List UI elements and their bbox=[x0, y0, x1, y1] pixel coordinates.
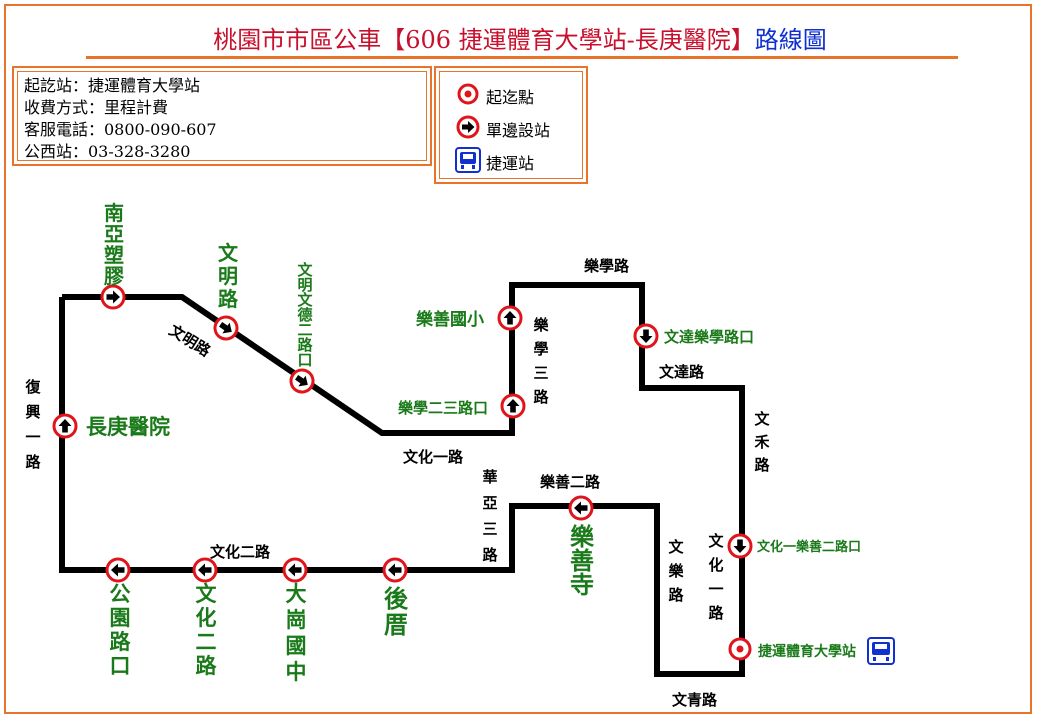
stop-marker-houcuo[interactable] bbox=[382, 557, 408, 583]
stop-label-wenming-road: 文明路 bbox=[218, 241, 239, 311]
stop-marker-mrt-terminal[interactable] bbox=[728, 637, 752, 661]
info-service-phone: 客服電話：0800-090-607 bbox=[24, 120, 217, 139]
road-label-wenming: 文明路 bbox=[166, 321, 215, 361]
stop-marker-leshan-temple[interactable] bbox=[568, 495, 594, 521]
road-label-leshan-2: 樂善二路 bbox=[540, 473, 601, 491]
road-label-huaya-3: 華亞三路 bbox=[482, 468, 498, 564]
stop-marker-nanya[interactable] bbox=[100, 284, 126, 310]
stop-marker-dagang-junior[interactable] bbox=[282, 557, 308, 583]
legend-one-way-label: 單邊設站 bbox=[486, 121, 551, 140]
road-label-wenhe: 文禾路 bbox=[754, 410, 770, 474]
road-label-fuxing-1: 復興一路 bbox=[24, 378, 41, 471]
info-box: 起訖站：捷運體育大學站 收費方式：里程計費 客服電話：0800-090-607 … bbox=[12, 66, 432, 166]
legend-icons bbox=[455, 83, 481, 173]
arrow-right-icon bbox=[456, 115, 480, 139]
road-label-lexue-3: 樂學三路 bbox=[533, 316, 549, 406]
route-line bbox=[59, 282, 745, 677]
stop-label-wenming-wende: 文明文德二路口 bbox=[297, 261, 313, 369]
info-company-phone: 公西站：03-328-3280 bbox=[24, 142, 191, 161]
stop-label-wenda-lexue: 文達樂學路口 bbox=[664, 328, 754, 346]
stop-label-lexue-23: 樂學二三路口 bbox=[398, 399, 488, 417]
stop-marker-lexue-23[interactable] bbox=[500, 393, 526, 419]
stop-label-gongyuan: 公園路口 bbox=[110, 582, 132, 678]
legend-mrt-label: 捷運站 bbox=[486, 154, 535, 173]
stop-label-houcuo: 後厝 bbox=[384, 585, 409, 639]
road-label-lexue: 樂學路 bbox=[584, 257, 630, 275]
title-route: 桃園市市區公車【606 捷運體育大學站-長庚醫院】 bbox=[213, 26, 755, 54]
road-label-wenqing: 文青路 bbox=[672, 691, 718, 709]
stop-label-wenhua-2: 文化二路 bbox=[196, 582, 218, 678]
terminal-icon bbox=[457, 83, 479, 105]
mrt-train-icon bbox=[867, 637, 895, 665]
stop-label-wenhua1-leshan2: 文化一樂善二路口 bbox=[757, 539, 861, 555]
stop-marker-wenhua1-leshan2[interactable] bbox=[727, 533, 753, 559]
stop-marker-gongyuan[interactable] bbox=[105, 557, 131, 583]
stop-label-leshan-school: 樂善國小 bbox=[416, 309, 484, 330]
legend-box: 起迄點 單邊設站 捷運站 bbox=[434, 66, 588, 184]
mrt-train-icon bbox=[455, 147, 481, 173]
road-label-wenhua-1-upper: 文化一路 bbox=[403, 448, 464, 466]
legend-terminal-label: 起迄點 bbox=[486, 88, 535, 107]
title-suffix: 路線圖 bbox=[754, 26, 827, 54]
road-label-wenhua-2: 文化二路 bbox=[210, 543, 271, 561]
info-box-inner-border bbox=[17, 71, 427, 161]
stop-marker-leshan-school[interactable] bbox=[497, 305, 523, 331]
stop-label-leshan-temple: 樂善寺 bbox=[570, 523, 595, 599]
info-fare: 收費方式：里程計費 bbox=[24, 98, 169, 117]
road-label-wenle: 文樂路 bbox=[668, 538, 684, 604]
stop-label-nanya: 南亞塑膠 bbox=[104, 201, 124, 288]
map-frame bbox=[4, 4, 1032, 714]
stop-label-changgung: 長庚醫院 bbox=[86, 415, 170, 439]
road-label-wenda: 文達路 bbox=[659, 363, 705, 381]
stop-marker-wenhua-2[interactable] bbox=[192, 557, 218, 583]
page-title: 桃園市市區公車【606 捷運體育大學站-長庚醫院】路線圖 bbox=[80, 20, 960, 60]
stop-marker-wenda-lexue[interactable] bbox=[633, 323, 659, 349]
stop-label-mrt-station: 捷運體育大學站 bbox=[758, 643, 856, 660]
title-underline bbox=[86, 56, 958, 59]
stop-label-dagang-junior: 大崗國中 bbox=[286, 582, 307, 684]
info-origin: 起訖站：捷運體育大學站 bbox=[24, 76, 201, 95]
stop-marker-changgung[interactable] bbox=[52, 413, 78, 439]
legend-box-inner-border bbox=[439, 71, 583, 179]
road-label-wenhua-1-right: 文化一路 bbox=[708, 532, 724, 622]
